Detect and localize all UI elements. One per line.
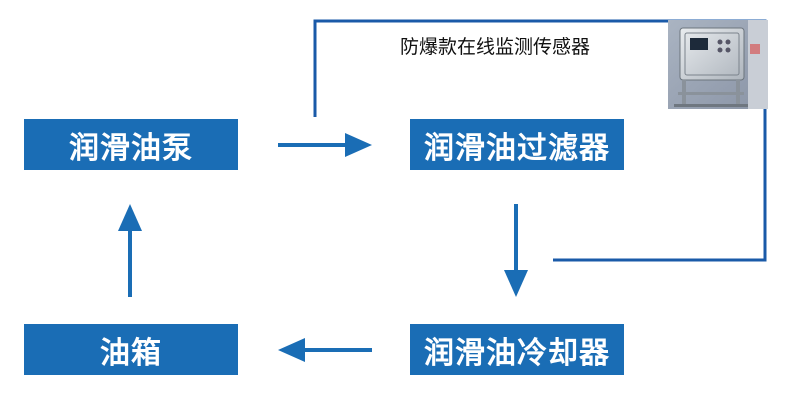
node-oil-pump: 润滑油泵 (24, 119, 238, 170)
node-oil-filter-label: 润滑油过滤器 (424, 130, 610, 166)
sensor-cabinet-icon (668, 20, 768, 109)
node-oil-cooler-label: 润滑油冷却器 (424, 335, 610, 371)
arrow-pump-to-filter (278, 133, 372, 157)
node-oil-tank-label: 油箱 (100, 335, 162, 371)
node-oil-cooler: 润滑油冷却器 (410, 324, 624, 375)
node-oil-tank: 油箱 (24, 324, 238, 375)
node-oil-pump-label: 润滑油泵 (69, 130, 193, 166)
arrow-filter-to-cooler (504, 204, 528, 297)
arrow-cooler-to-tank (278, 338, 372, 362)
arrow-tank-to-pump (118, 204, 142, 297)
sensor-label: 防爆款在线监测传感器 (400, 36, 591, 58)
node-oil-filter: 润滑油过滤器 (410, 119, 624, 170)
